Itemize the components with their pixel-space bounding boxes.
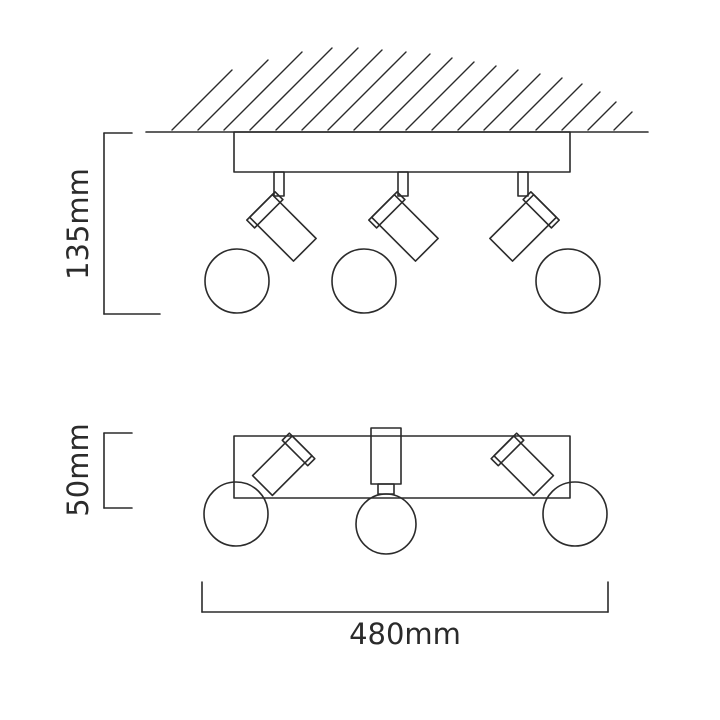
bulb <box>204 248 270 314</box>
dimension-480: 480mm <box>201 581 609 651</box>
bulb <box>331 248 397 314</box>
lamp-head <box>246 191 317 262</box>
spotlight-side-1 <box>204 171 317 314</box>
stem <box>517 171 529 197</box>
bulb <box>535 248 601 314</box>
center-lamp-neck <box>377 483 395 495</box>
dimension-135: 135mm <box>61 132 161 315</box>
dimension-50: 50mm <box>61 423 133 517</box>
spotlight-front-left <box>203 432 316 547</box>
width-label: 480mm <box>349 617 461 651</box>
spotlight-front-center <box>355 493 417 555</box>
spotlight-side-2 <box>331 171 439 314</box>
front-view: 50mm 480mm <box>61 423 609 651</box>
bulb <box>542 481 608 547</box>
lamp-head <box>489 191 560 262</box>
ceiling-hatching <box>171 47 633 131</box>
spotlight-front-right <box>490 432 608 547</box>
stem <box>397 171 409 197</box>
bulb <box>203 481 269 547</box>
spotlight-side-3 <box>489 171 601 314</box>
height-front-label: 50mm <box>61 423 95 516</box>
lamp-head <box>368 191 439 262</box>
side-view: 135mm <box>61 47 649 315</box>
height-side-label: 135mm <box>61 168 95 280</box>
lamp-head <box>490 432 555 497</box>
bulb <box>355 493 417 555</box>
lamp-head <box>251 432 316 497</box>
mounting-bar-side <box>233 131 571 173</box>
